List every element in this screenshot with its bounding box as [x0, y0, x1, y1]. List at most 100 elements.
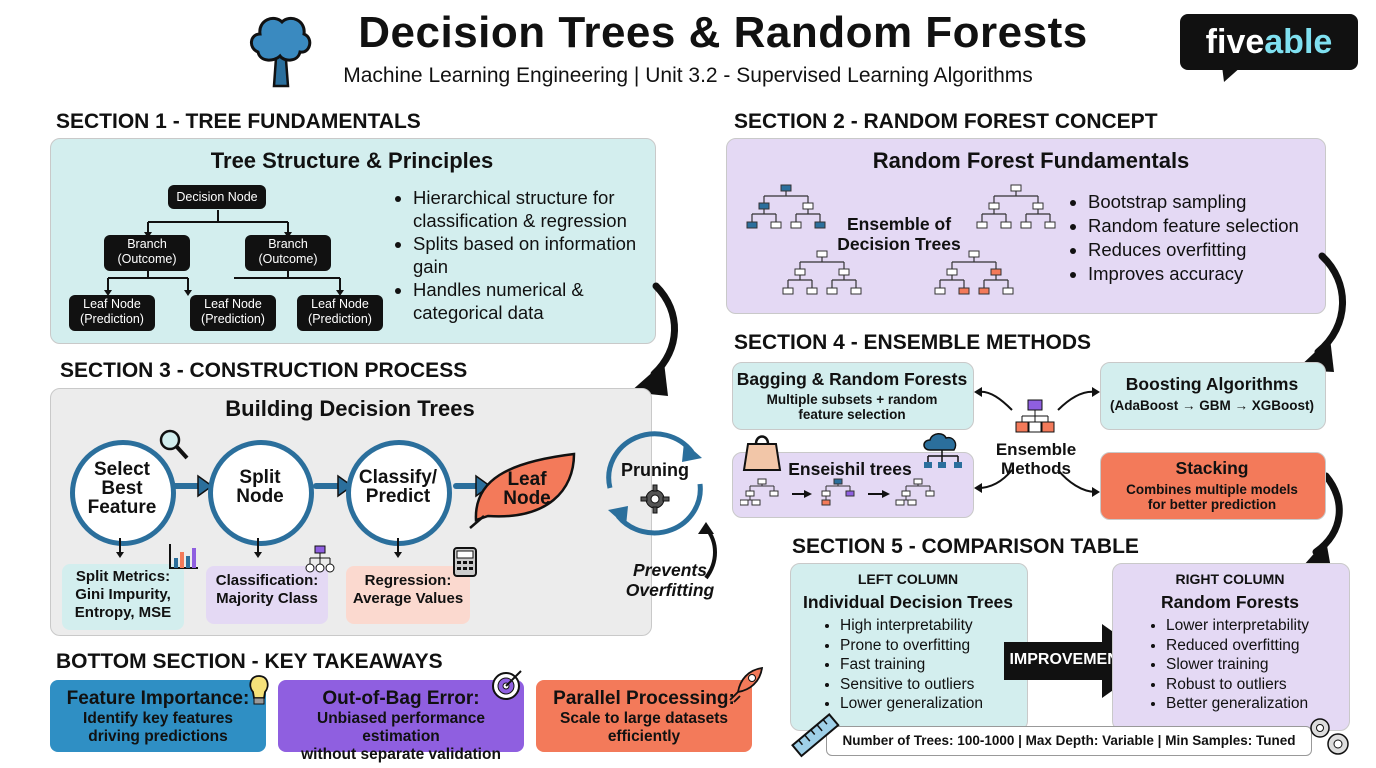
branch-node-left: Branch (Outcome) [104, 235, 190, 271]
step-select-feature [70, 440, 176, 546]
step-split-node [208, 440, 314, 546]
prevents-arrow [698, 522, 717, 580]
page-title: Decision Trees & Random Forests [358, 8, 1088, 57]
leaf-node-1: Leaf Node (Prediction) [69, 295, 155, 331]
takeaway-title: Feature Importance: [66, 688, 250, 709]
classification-box: Classification: Majority Class [206, 566, 328, 624]
left-column-box [790, 563, 1028, 731]
list-item: Hierarchical structure for classificatio… [413, 186, 663, 232]
step-classify-label: Classify/ Predict [358, 467, 438, 507]
prevents-overfitting-label: Prevents Overfitting [625, 560, 715, 600]
ruler-icon [791, 713, 840, 758]
takeaway-desc: Scale to large datasets efficiently [560, 710, 728, 745]
takeaway-title: Out-of-Bag Error: [322, 688, 480, 709]
section4-heading: SECTION 4 - ENSEMBLE METHODS [734, 331, 1092, 354]
leaf-node-2: Leaf Node (Prediction) [190, 295, 276, 331]
target-icon [492, 670, 522, 700]
list-item: Robust to outliers [1166, 675, 1362, 695]
forest-illustration [746, 184, 1056, 295]
left-column-list: High interpretability Prone to overfitti… [822, 616, 1040, 714]
pruning-label: Pruning [621, 460, 689, 480]
list-item: Reduces overfitting [1088, 238, 1338, 262]
boosting-box [1100, 362, 1326, 430]
list-item: Fast training [840, 655, 1040, 675]
improvement-label: IMPROVEMENT [1009, 651, 1129, 668]
left-column-title: Individual Decision Trees [802, 592, 1014, 612]
fiveable-logo[interactable]: fiveable [1180, 14, 1358, 70]
list-item: Sensitive to outliers [840, 675, 1040, 695]
right-column-label: RIGHT COLUMN [1175, 571, 1285, 587]
magnifier-icon [159, 429, 189, 460]
cloud-tree-icon [923, 433, 962, 468]
step-select-feature-label: Select Best Feature [87, 459, 157, 518]
section2-heading: SECTION 2 - RANDOM FOREST CONCEPT [734, 110, 1158, 133]
random-forest-title: Random Forest Fundamentals [872, 148, 1190, 173]
list-item: Improves accuracy [1088, 262, 1338, 286]
list-item: Reduced overfitting [1166, 636, 1362, 656]
right-column-box [1112, 563, 1350, 731]
list-item: Better generalization [1166, 694, 1362, 714]
bagging-desc: Multiple subsets + random feature select… [766, 392, 938, 422]
gear-icon [640, 484, 670, 514]
ensemble-label: Ensemble of Decision Trees [837, 214, 961, 254]
list-item: Prone to overfitting [840, 636, 1040, 656]
list-item: High interpretability [840, 616, 1040, 636]
right-column-title: Random Forests [1160, 592, 1300, 612]
branch-node-right: Branch (Outcome) [245, 235, 331, 271]
list-item: Lower interpretability [1166, 616, 1362, 636]
list-item: Lower generalization [840, 694, 1040, 714]
stacking-desc: Combines multiple models for better pred… [1126, 482, 1298, 512]
list-item: Random feature selection [1088, 214, 1338, 238]
step-split-node-label: Split Node [236, 467, 284, 507]
bagging-title: Bagging & Random Forests [736, 369, 968, 389]
parameters-bar: Number of Trees: 100-1000 | Max Depth: V… [826, 726, 1312, 756]
rocket-icon [729, 666, 764, 703]
logo-tail [1222, 66, 1242, 82]
lightbulb-icon [249, 675, 269, 705]
construction-title: Building Decision Trees [225, 396, 475, 421]
split-metrics-box: Split Metrics: Gini Impurity, Entropy, M… [62, 564, 184, 630]
takeaway-parallel: Parallel Processing: Scale to large data… [536, 680, 752, 752]
boosting-title: Boosting Algorithms [1125, 374, 1299, 394]
takeaway-desc: Identify key features driving prediction… [83, 710, 233, 745]
section5-heading: SECTION 5 - COMPARISON TABLE [792, 535, 1139, 558]
bottom-heading: BOTTOM SECTION - KEY TAKEAWAYS [56, 650, 443, 673]
down-arrows [116, 538, 402, 558]
list-item: Bootstrap sampling [1088, 190, 1338, 214]
ensemble-trees-title: Enseishil trees [788, 459, 912, 479]
step-leaf-node-label: Leaf Node [503, 469, 551, 509]
takeaway-oob-error: Out-of-Bag Error: Unbiased performance e… [278, 680, 524, 763]
stacking-box [1100, 452, 1326, 520]
list-item: Slower training [1166, 655, 1362, 675]
ensemble-methods-label: Ensemble Methods [995, 440, 1077, 478]
section1-heading: SECTION 1 - TREE FUNDAMENTALS [56, 110, 421, 133]
process-arrows [171, 474, 492, 498]
section3-heading: SECTION 3 - CONSTRUCTION PROCESS [60, 359, 468, 382]
bar-chart-icon [169, 544, 198, 569]
gears-icon [1310, 718, 1349, 755]
left-column-label: LEFT COLUMN [857, 571, 959, 587]
leaf-shape [469, 452, 576, 529]
tree-structure-title: Tree Structure & Principles [210, 148, 494, 173]
bag-icon [742, 435, 782, 471]
list-item: Handles numerical & categorical data [413, 278, 663, 324]
page-subtitle: Machine Learning Engineering | Unit 3.2 … [343, 64, 1033, 87]
ensemble-trees-diagram [740, 478, 935, 506]
regression-box: Regression: Average Values [346, 566, 470, 624]
pruning-cycle [606, 431, 703, 536]
decision-node: Decision Node [168, 185, 266, 209]
ensemble-center-diagram [974, 387, 1100, 497]
list-item: Splits based on information gain [413, 232, 663, 278]
calculator-icon [453, 547, 477, 577]
tree-principles-list: Hierarchical structure for classificatio… [395, 186, 663, 324]
bagging-box [732, 362, 974, 430]
takeaway-desc: Unbiased performance estimation without … [301, 710, 501, 763]
leaf-node-3: Leaf Node (Prediction) [297, 295, 383, 331]
tree-connectors [104, 210, 344, 296]
stacking-title: Stacking [1175, 458, 1249, 478]
takeaway-title: Parallel Processing: [553, 688, 735, 709]
boosting-desc: (AdaBoost → GBM → XGBoost) [1110, 398, 1314, 413]
tree-icon [250, 17, 312, 88]
random-forest-list: Bootstrap sampling Random feature select… [1070, 190, 1338, 286]
takeaway-feature-importance: Feature Importance: Identify key feature… [50, 680, 266, 752]
